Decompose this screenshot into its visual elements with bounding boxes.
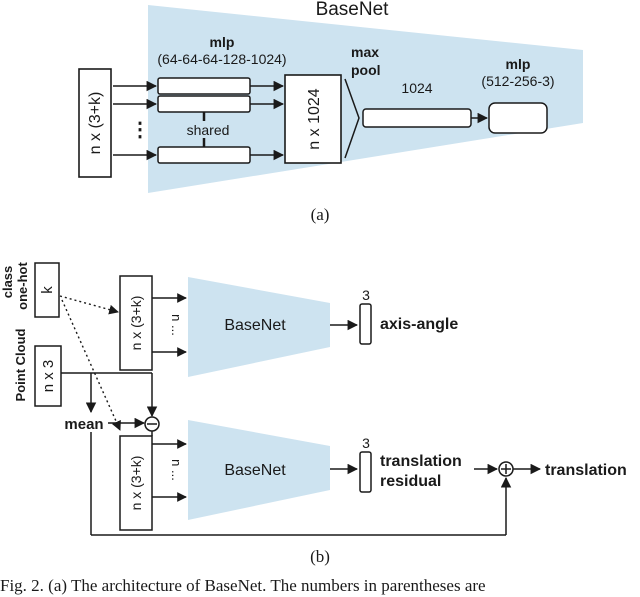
basenet-title: BaseNet <box>316 0 390 20</box>
mlp-bar-3 <box>157 146 251 164</box>
pointcloud-label: n x 3 <box>40 360 57 393</box>
feature-label: n x 1024 <box>306 88 323 149</box>
out-label-bottom-2: residual <box>380 473 441 490</box>
basenet-top-trapezoid <box>188 277 330 377</box>
basenet-bottom-label: BaseNet <box>224 462 286 479</box>
feature-box <box>284 74 342 164</box>
pointcloud-caption: Point Cloud <box>13 328 28 401</box>
n-dots-bottom: n ... <box>169 459 184 481</box>
mlp2-sizes: (512-256-3) <box>481 73 554 89</box>
input-label: n x (3+k) <box>87 92 104 155</box>
out-box-top <box>359 303 372 345</box>
onehot-label: k <box>39 286 56 294</box>
mlp2-box <box>488 102 548 134</box>
out-label-top: axis-angle <box>380 316 458 333</box>
onehot-caption-2: one-hot <box>15 262 30 310</box>
out-size-bottom: 3 <box>362 435 370 451</box>
out-label-bottom-1: translation <box>380 453 462 470</box>
shared-label: shared <box>187 122 230 138</box>
subfig-label-b: (b) <box>310 547 330 566</box>
pointcloud-box <box>34 345 62 407</box>
concat-box-bottom <box>119 435 153 531</box>
concat-label-bottom: n x (3+k) <box>128 456 144 511</box>
basenet-trapezoid <box>148 5 583 193</box>
maxpool-label-1: max <box>351 44 379 60</box>
mlp-label: mlp <box>210 34 235 50</box>
concat-box-top <box>119 275 153 371</box>
pooled-vector <box>362 108 472 128</box>
onehot-caption-1: class <box>0 266 15 299</box>
mlp-sizes: (64-64-64-128-1024) <box>157 51 286 67</box>
pooled-size: 1024 <box>401 80 432 96</box>
out-box-bottom <box>359 451 372 493</box>
input-box <box>78 68 112 178</box>
maxpool-chevron <box>344 78 360 159</box>
basenet-bottom-trapezoid <box>188 420 330 520</box>
onehot-dotted-to-top <box>59 295 119 315</box>
diagram-a: BaseNet n x (3+k) ⋮ mlp (64-64-64-128-10… <box>78 0 583 224</box>
concat-label-top: n x (3+k) <box>128 296 144 351</box>
out-size-top: 3 <box>362 287 370 303</box>
mlp-bar-1 <box>157 77 251 95</box>
onehot-dotted-to-bottom <box>61 299 121 431</box>
subfig-label-a: (a) <box>311 205 330 224</box>
mean-label: mean <box>64 416 103 433</box>
n-dots-top: n ... <box>169 314 184 336</box>
diagram-b: BaseNet BaseNet class one-hot k Point Cl… <box>0 262 627 566</box>
onehot-box <box>34 262 60 318</box>
final-label: translation <box>545 462 627 479</box>
basenet-top-label: BaseNet <box>224 317 286 334</box>
maxpool-label-2: pool <box>351 62 381 78</box>
figure-caption: Fig. 2. (a) The architecture of BaseNet.… <box>0 576 486 595</box>
input-ellipsis: ⋮ <box>130 119 150 141</box>
mlp2-label: mlp <box>506 56 531 72</box>
mlp-bar-2 <box>157 95 251 113</box>
